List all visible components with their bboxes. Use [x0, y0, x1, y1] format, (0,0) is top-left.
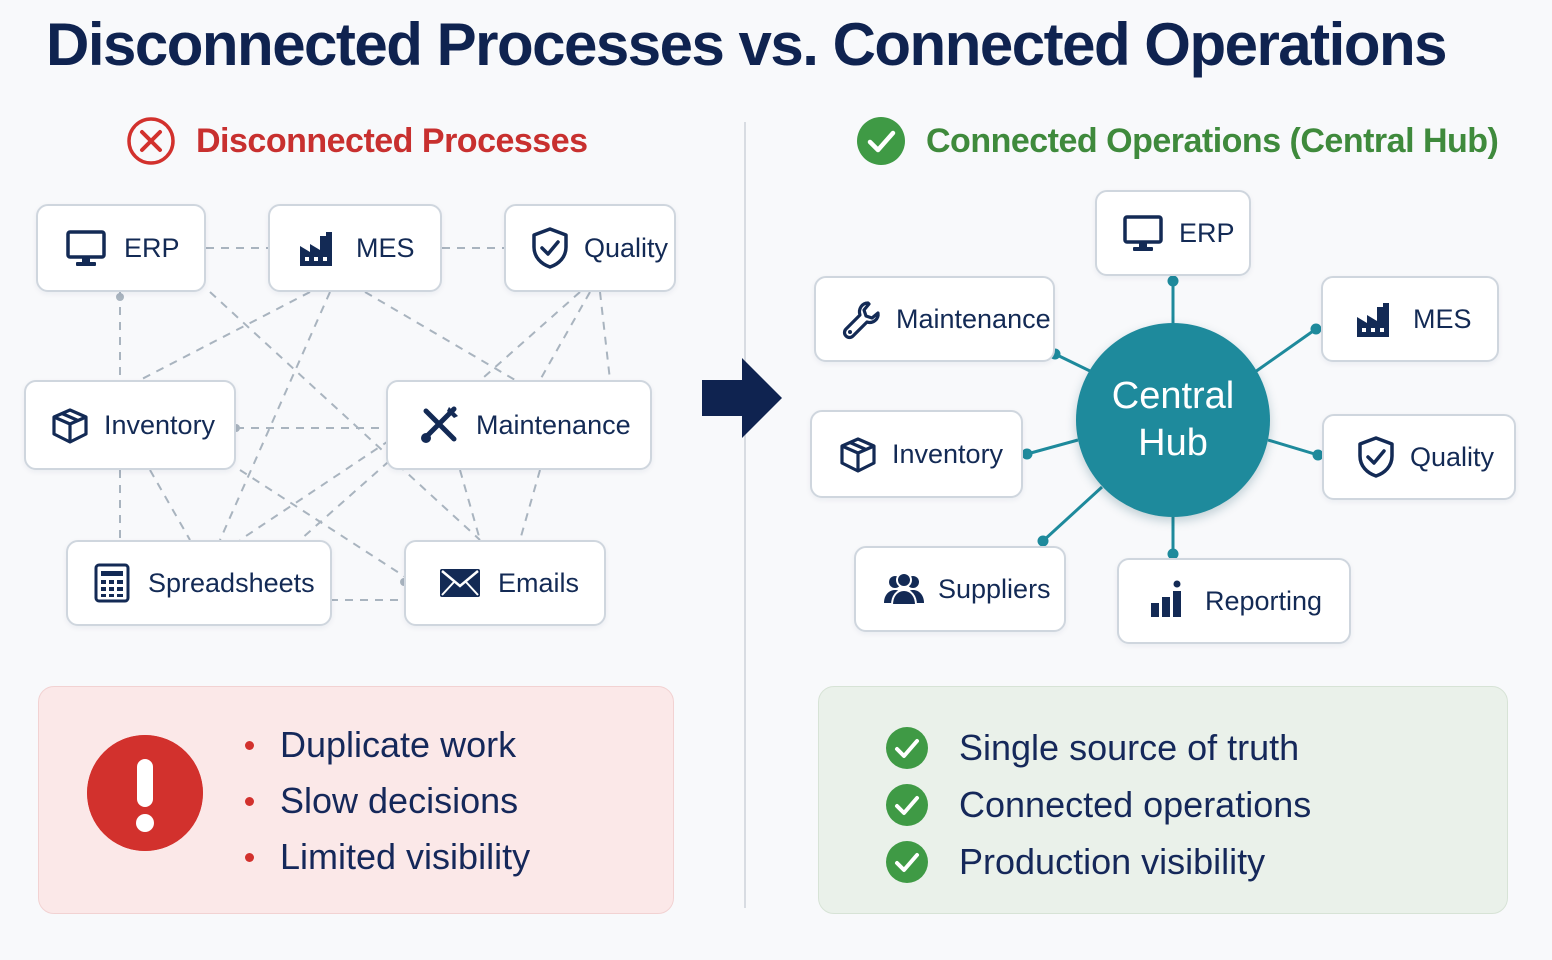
problem-label: Limited visibility [280, 836, 531, 877]
benefit-item: Production visibility [885, 833, 1311, 890]
check-circle-icon [886, 783, 928, 826]
bar-chart-icon [1151, 580, 1181, 617]
hub-mes-node: MES [1321, 276, 1499, 362]
hub-spokes [1026, 281, 1319, 554]
box-icon [52, 408, 88, 444]
hub-reporting-label: Reporting [1205, 585, 1323, 616]
wrench-icon [842, 301, 880, 340]
benefit-item: Single source of truth [885, 719, 1311, 776]
factory-icon [300, 232, 332, 266]
quality-label: Quality [584, 232, 669, 263]
problem-label: Slow decisions [280, 780, 519, 821]
exclamation-icon [87, 735, 203, 851]
hub-inventory-node: Inventory [810, 410, 1023, 498]
erp-node: ERP [36, 204, 206, 292]
shield-check-icon [1358, 436, 1394, 478]
tools-icon [421, 406, 458, 443]
hub-suppliers-node: Suppliers [854, 546, 1066, 632]
benefit-label: Production visibility [959, 840, 1266, 882]
hub-quality-label: Quality [1410, 441, 1495, 472]
hub-erp-node: ERP [1095, 190, 1251, 276]
problems-list: Duplicate work Slow decisions Limited vi… [245, 717, 530, 885]
envelope-icon [440, 569, 480, 597]
box-icon [840, 437, 876, 473]
hub-suppliers-label: Suppliers [938, 573, 1051, 604]
hub-inventory-label: Inventory [892, 438, 1004, 469]
quality-node: Quality [504, 204, 676, 292]
monitor-icon [1123, 215, 1163, 251]
disconnected-heading: Disconnected Processes [126, 116, 588, 166]
hub-erp-label: ERP [1179, 217, 1235, 248]
problem-item: Limited visibility [245, 829, 530, 885]
hub-quality-node: Quality [1322, 414, 1516, 500]
hub-mes-label: MES [1413, 303, 1472, 334]
shield-check-icon [532, 227, 568, 269]
hub-reporting-node: Reporting [1117, 558, 1351, 644]
problem-label: Duplicate work [280, 724, 517, 765]
benefit-label: Single source of truth [959, 726, 1300, 768]
hub-maintenance-node: Maintenance [814, 276, 1055, 362]
problem-item: Slow decisions [245, 773, 530, 829]
hub-spoke-dots [1021, 275, 1324, 560]
central-hub-label: Central Hub [1111, 374, 1235, 465]
spreadsheets-label: Spreadsheets [148, 567, 315, 598]
right-arrow-icon [702, 358, 782, 438]
benefit-label: Connected operations [959, 783, 1312, 825]
spreadsheets-node: Spreadsheets [66, 540, 332, 626]
inventory-node: Inventory [24, 380, 236, 470]
check-circle-icon [857, 117, 905, 165]
benefit-item: Connected operations [885, 776, 1311, 833]
benefits-list: Single source of truth Connected operati… [885, 719, 1311, 890]
inventory-label: Inventory [104, 409, 216, 440]
users-icon [884, 572, 924, 606]
x-circle-icon [127, 117, 175, 165]
check-circle-icon [886, 840, 928, 883]
bullet-icon [245, 852, 254, 862]
spreadsheet-icon [94, 563, 130, 603]
hub-maintenance-label: Maintenance [896, 303, 1051, 334]
problems-panel: Duplicate work Slow decisions Limited vi… [38, 686, 674, 914]
factory-icon [1357, 303, 1389, 337]
maintenance-label: Maintenance [476, 409, 631, 440]
disconnected-heading-label: Disconnected Processes [196, 121, 588, 160]
check-circle-icon [886, 726, 928, 769]
connected-heading-label: Connected Operations (Central Hub) [926, 121, 1499, 160]
mes-node: MES [268, 204, 442, 292]
emails-label: Emails [498, 567, 580, 598]
benefits-panel: Single source of truth Connected operati… [818, 686, 1508, 914]
connected-heading: Connected Operations (Central Hub) [856, 116, 1499, 166]
central-hub: Central Hub [1076, 323, 1270, 517]
monitor-icon [66, 230, 106, 266]
section-divider [744, 122, 746, 908]
page-title: Disconnected Processes vs. Connected Ope… [46, 11, 1448, 78]
erp-label: ERP [124, 232, 180, 263]
problem-item: Duplicate work [245, 717, 530, 773]
emails-node: Emails [404, 540, 606, 626]
mes-label: MES [356, 232, 415, 263]
bullet-icon [245, 796, 254, 806]
maintenance-node: Maintenance [386, 380, 652, 470]
bullet-icon [245, 740, 254, 750]
